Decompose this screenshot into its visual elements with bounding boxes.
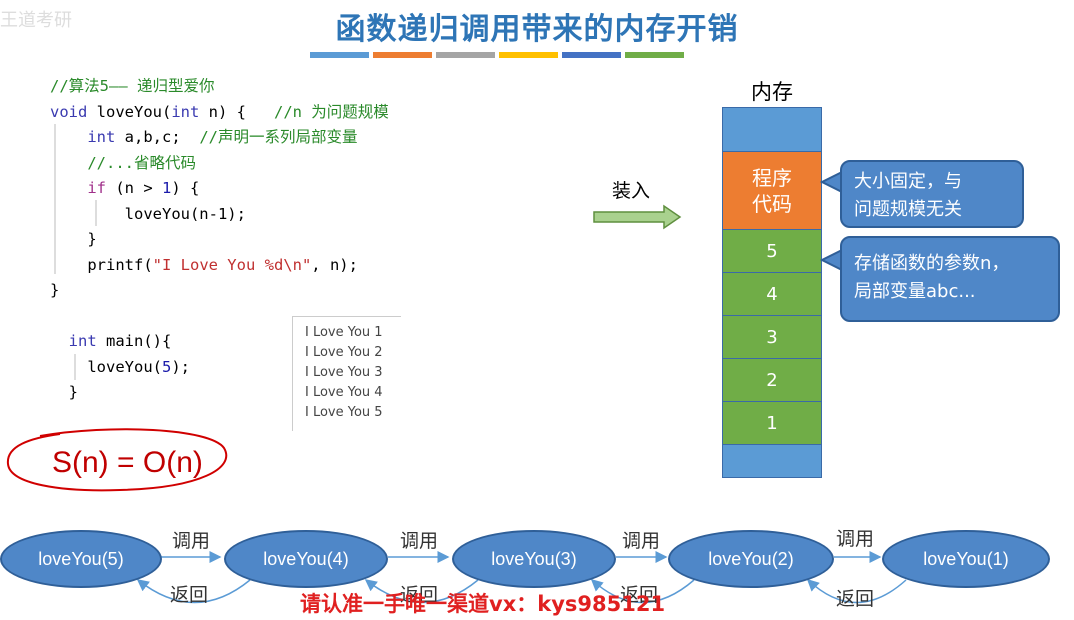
memory-frame: 2 <box>723 359 821 402</box>
memory-stack: 程序 代码 5 4 3 2 1 <box>722 107 822 478</box>
code-line: if (n > 1) { <box>50 176 389 202</box>
color-bar <box>310 52 369 58</box>
call-node: loveYou(4) <box>224 530 388 588</box>
color-bar <box>373 52 432 58</box>
return-label: 返回 <box>400 584 439 606</box>
memory-frame: 1 <box>723 402 821 445</box>
code-text: n) { <box>199 102 274 121</box>
call-chain-arrows <box>136 551 907 604</box>
code-text: loveYou(n-1); <box>124 204 246 223</box>
code-keyword: int <box>171 102 200 121</box>
code-text: (n > <box>106 179 162 197</box>
console-output: I Love You 1 I Love You 2 I Love You 3 I… <box>292 316 401 431</box>
call-node: loveYou(1) <box>882 530 1050 588</box>
slide-title: 函数递归调用带来的内存开销 <box>335 12 739 47</box>
callout-text: 大小固定，与 <box>854 171 962 192</box>
indent-guide <box>95 200 97 226</box>
code-number: 5 <box>161 357 172 376</box>
load-arrow-icon <box>593 204 682 230</box>
call-node: loveYou(2) <box>668 530 834 588</box>
memory-label: 内存 <box>751 80 793 104</box>
code-keyword: int <box>87 128 116 146</box>
code-text: } <box>87 230 97 248</box>
output-line: I Love You 3 <box>305 365 383 380</box>
space-complexity-formula: S(n) = O(n) <box>52 446 203 479</box>
indent-guide <box>54 124 56 274</box>
code-line: } <box>50 380 389 406</box>
output-line: I Love You 1 <box>305 325 383 340</box>
code-keyword: if <box>87 179 106 197</box>
memory-frame: 5 <box>723 230 821 273</box>
code-line: //算法5—— 递归型爱你 <box>50 74 389 100</box>
call-label: 调用 <box>622 530 661 552</box>
return-label: 返回 <box>836 588 875 610</box>
code-line: printf("I Love You %d\n", n); <box>50 253 389 279</box>
memory-cell-empty <box>723 445 821 477</box>
callout-text: 局部变量abc... <box>854 281 976 302</box>
code-text: } <box>50 281 60 299</box>
load-label: 装入 <box>612 180 651 202</box>
code-block: //算法5—— 递归型爱你 void loveYou(int n) { //n … <box>50 74 389 406</box>
return-label: 返回 <box>170 584 209 606</box>
code-text: a,b,c; <box>115 128 200 146</box>
program-code-label: 程序 <box>752 165 792 190</box>
code-comment: //n 为问题规模 <box>273 102 389 121</box>
memory-cell-empty <box>723 108 821 152</box>
code-line: } <box>50 278 389 304</box>
return-label: 返回 <box>620 584 659 606</box>
callout-fixed-size: 大小固定，与 问题规模无关 <box>840 160 1024 228</box>
channel-notice: 请认准一手唯一渠道vx：kys985121 <box>300 592 666 616</box>
color-bar <box>499 52 558 58</box>
callout-frame-contents: 存储函数的参数n， 局部变量abc... <box>840 236 1060 322</box>
code-line: //...省略代码 <box>50 151 389 177</box>
callout-text: 存储函数的参数n， <box>854 253 1010 274</box>
code-comment: //算法5—— 递归型爱你 <box>50 77 215 95</box>
title-color-bars <box>310 52 684 58</box>
color-bar <box>436 52 495 58</box>
code-string: "I Love You %d\n" <box>152 255 312 274</box>
color-bar <box>562 52 621 58</box>
call-label: 调用 <box>172 530 211 552</box>
code-line: loveYou(n-1); <box>50 202 389 228</box>
code-text: ); <box>171 357 190 376</box>
code-line: int main(){ <box>50 329 389 355</box>
code-line: } <box>50 227 389 253</box>
code-text: } <box>68 383 79 401</box>
color-bar <box>625 52 684 58</box>
code-line: loveYou(5); <box>50 355 389 381</box>
indent-guide <box>74 354 76 380</box>
memory-cell-program-code: 程序 代码 <box>723 152 821 230</box>
output-line: I Love You 4 <box>305 385 383 400</box>
code-text: , n); <box>311 255 358 274</box>
call-node: loveYou(3) <box>452 530 616 588</box>
code-comment: //声明一系列局部变量 <box>199 128 358 146</box>
call-label: 调用 <box>836 528 875 550</box>
call-label: 调用 <box>400 530 439 552</box>
code-text: loveYou( <box>87 102 172 121</box>
program-code-label: 代码 <box>752 191 792 216</box>
code-number: 1 <box>162 179 172 197</box>
output-line: I Love You 5 <box>305 405 383 420</box>
code-keyword: void <box>50 102 88 121</box>
code-line: void loveYou(int n) { //n 为问题规模 <box>50 100 389 126</box>
watermark-logo: 王道考研 <box>0 10 72 31</box>
code-text: ) { <box>171 179 200 197</box>
memory-frame: 3 <box>723 316 821 359</box>
code-comment: //...省略代码 <box>87 153 196 172</box>
call-node: loveYou(5) <box>0 530 162 588</box>
code-text: loveYou( <box>87 357 162 376</box>
code-line: int a,b,c; //声明一系列局部变量 <box>50 125 389 151</box>
callout-text: 问题规模无关 <box>854 199 962 220</box>
formula-circle <box>6 428 228 492</box>
code-keyword: int <box>68 332 97 350</box>
memory-frame: 4 <box>723 273 821 316</box>
code-text: main(){ <box>96 332 172 350</box>
code-text: printf( <box>87 255 153 274</box>
output-line: I Love You 2 <box>305 345 383 360</box>
